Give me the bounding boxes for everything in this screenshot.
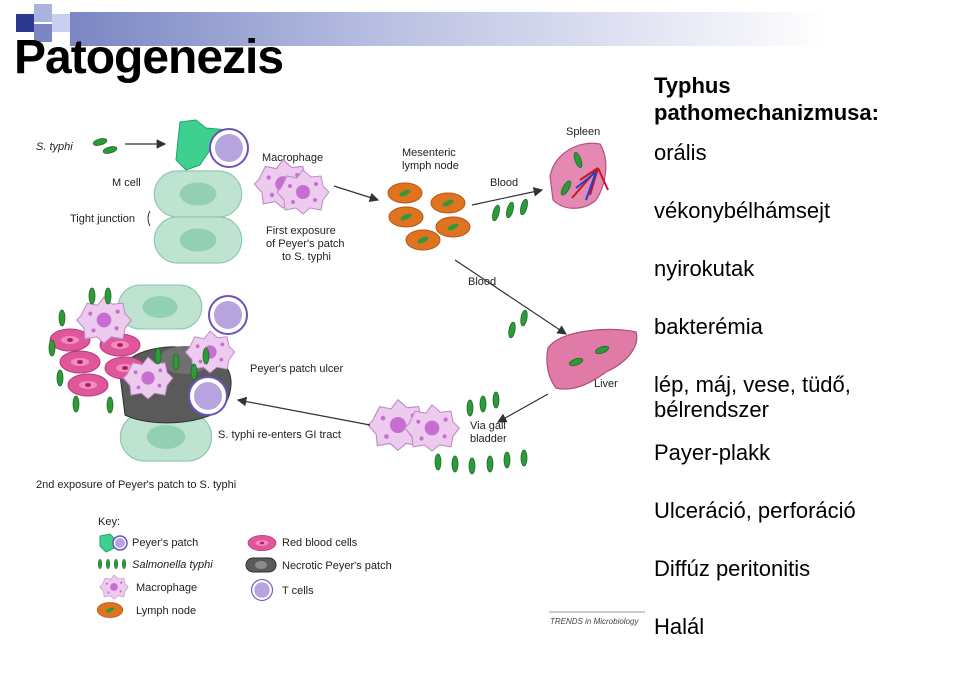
step-4: bakterémia (654, 314, 763, 339)
label-blood-mid: Blood (468, 276, 496, 288)
step-7: Ulceráció, perforáció (654, 498, 856, 523)
label-m-cell: M cell (112, 177, 141, 189)
header-square-1 (16, 14, 34, 32)
header-square-2 (34, 4, 52, 22)
label-tight-junction: Tight junction (70, 213, 135, 225)
header-square-3 (52, 14, 70, 32)
typhus-pathogenesis-diagram: S. typhi M cell Tight junction Macrophag… (36, 119, 645, 626)
step-2: vékonybélhámsejt (654, 198, 831, 223)
label-spleen: Spleen (566, 126, 600, 138)
label-liver: Liver (594, 378, 618, 390)
label-blood-top: Blood (490, 177, 518, 189)
label-first-exposure-2: of Peyer's patch (266, 238, 345, 250)
key-label-macrophage: Macrophage (136, 582, 197, 594)
spleen-organ (549, 142, 609, 209)
header-gradient-bar (70, 12, 960, 46)
step-6: Payer-plakk (654, 440, 771, 465)
key-label-lymph-node: Lymph node (136, 605, 196, 617)
steps-panel: Typhus pathomechanizmusa: orális vékonyb… (654, 72, 954, 672)
key-necrotic-icon (245, 557, 277, 573)
lymph-node-cluster (387, 182, 471, 251)
arrow-to-liver (454, 259, 567, 335)
bacteria-blood-mid (507, 309, 529, 339)
key-tcell-icon (251, 578, 274, 602)
m-cell (175, 119, 249, 171)
label-via-gall-2: bladder (470, 433, 507, 445)
arrow-to-spleen (471, 187, 544, 206)
step-9: Halál (654, 614, 705, 639)
key-macrophage-icon (99, 574, 129, 600)
key-salmonella-icon (97, 558, 127, 570)
key-label-rbc: Red blood cells (282, 537, 358, 549)
label-mesenteric-2: lymph node (402, 160, 459, 172)
label-reenters: S. typhi re-enters GI tract (218, 429, 341, 441)
step-3: nyirokutak (654, 256, 755, 281)
key-label-peyers-patch: Peyer's patch (132, 537, 198, 549)
steps-heading: Typhus pathomechanizmusa: (654, 73, 879, 125)
peyer-cell-1 (153, 170, 243, 218)
label-first-exposure-3: to S. typhi (282, 251, 331, 263)
legend-key: Key: Peyer's patch Salmonella typhi Macr… (96, 516, 392, 618)
key-title: Key: (98, 516, 120, 528)
key-peyers-patch-icon (99, 533, 128, 553)
source-credit: TRENDS in Microbiology (550, 617, 639, 626)
key-label-necrotic: Necrotic Peyer's patch (282, 560, 392, 572)
label-via-gall-1: Via gall (470, 420, 506, 432)
ulcer-cluster (48, 284, 248, 462)
bacteria-blood-top (490, 198, 530, 222)
label-macrophage: Macrophage (262, 152, 323, 164)
label-peyers-ulcer: Peyer's patch ulcer (250, 363, 344, 375)
peyer-cell-2 (153, 216, 243, 264)
arrow-to-lymph (333, 185, 380, 203)
label-s-typhi: S. typhi (36, 141, 73, 153)
key-rbc-icon (247, 534, 277, 552)
arrow-reenter (236, 396, 371, 426)
bacteria-top-left (92, 136, 118, 156)
step-1: orális (654, 140, 707, 165)
key-label-salmonella: Salmonella typhi (132, 559, 213, 571)
label-first-exposure-1: First exposure (266, 225, 336, 237)
key-label-tcell: T cells (282, 585, 314, 597)
slide-title: Patogenezis (14, 31, 284, 84)
step-5: lép, máj, vese, tüdő, bélrendszer (654, 372, 851, 422)
liver-organ (546, 328, 638, 390)
arrow-via-gall (496, 393, 549, 423)
label-second-exposure: 2nd exposure of Peyer's patch to S. typh… (36, 479, 236, 491)
step-8: Diffúz peritonitis (654, 556, 811, 581)
key-lymph-node-icon (96, 602, 124, 618)
label-mesenteric-1: Mesenteric (402, 147, 456, 159)
header-square-4 (34, 24, 52, 42)
